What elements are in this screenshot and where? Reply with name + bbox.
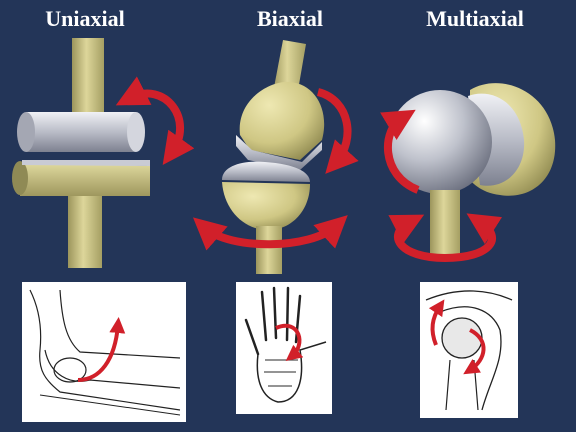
hand-sketch [236, 282, 332, 414]
hinge-upper-bone [72, 38, 104, 118]
title-multiaxial: Multiaxial [426, 6, 524, 31]
title-uniaxial: Uniaxial [45, 6, 125, 31]
condyloid-socket-surface [222, 161, 310, 182]
condyloid-horizontal-arrow [192, 215, 348, 251]
elbow-sketch [22, 282, 186, 422]
ball-socket-vertical-arrow [380, 109, 420, 194]
condyloid-metal-band [236, 135, 322, 170]
condyloid-vertical-arrow [316, 88, 359, 174]
hinge-metal-cylinder [17, 112, 145, 152]
condyloid-lower-cup [222, 182, 310, 230]
condyloid-upper-head [239, 81, 325, 160]
ball-socket-joint-model [380, 83, 556, 263]
condyloid-joint-model [192, 40, 359, 274]
title-biaxial: Biaxial [256, 6, 323, 31]
ball-socket-rotation-arrow [388, 213, 503, 263]
hinge-lower-socket [12, 160, 150, 196]
shoulder-sketch [420, 282, 518, 418]
condyloid-lower-bone [256, 226, 282, 274]
hinge-joint-model [12, 38, 195, 268]
hinge-lower-bone [68, 196, 102, 268]
ball-socket-bone [430, 190, 460, 256]
hinge-rotation-arrow [115, 76, 195, 166]
